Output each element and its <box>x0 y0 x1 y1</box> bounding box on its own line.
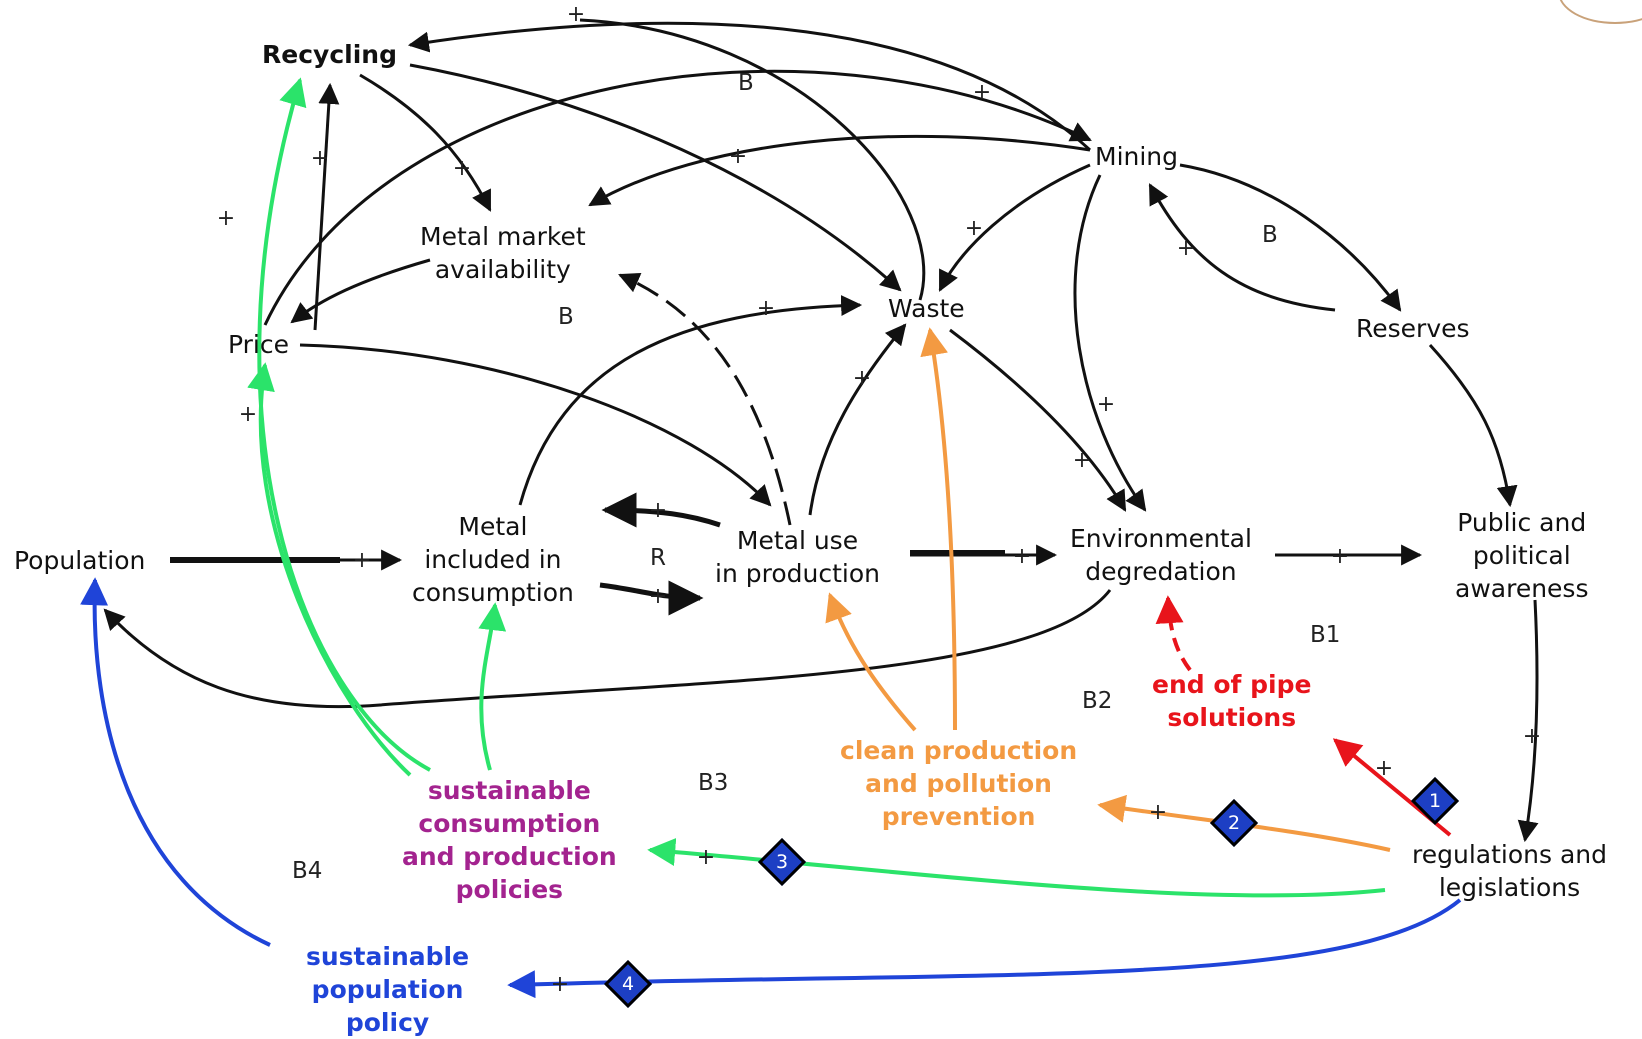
link-sustainable-recycling <box>257 77 431 772</box>
sign: + <box>756 296 776 321</box>
link-mining-waste <box>938 163 1091 292</box>
link-mining-market <box>588 134 1091 207</box>
node-price: Price <box>228 330 289 359</box>
node-recycling: Recycling <box>262 40 397 69</box>
link-mining-env <box>1073 174 1147 512</box>
sign: + <box>566 2 586 27</box>
link-recycling-market <box>359 73 492 212</box>
loop-b-mining: B <box>1262 222 1278 248</box>
link-awareness-regulations <box>1517 599 1539 843</box>
link-env-population <box>103 589 1112 709</box>
link-clean-production <box>825 592 917 732</box>
link-market-price <box>290 258 431 324</box>
node-population: Population <box>14 546 146 575</box>
link-reserves-awareness <box>1428 343 1518 508</box>
sign: + <box>1148 800 1168 825</box>
policy-sustainable-population: sustainable population policy <box>306 942 470 1037</box>
sign: + <box>972 80 992 105</box>
link-waste-env <box>949 328 1127 512</box>
link-production-consumption <box>601 492 721 528</box>
sign: + <box>550 972 570 997</box>
loop-b3: B3 <box>698 770 729 796</box>
sign: + <box>310 146 330 171</box>
sign: + <box>1374 756 1394 781</box>
link-consumption-production <box>599 580 704 616</box>
sign: + <box>648 584 668 609</box>
sign: + <box>1522 724 1542 749</box>
link-price-recycling <box>313 82 340 331</box>
policy-end-of-pipe: end of pipe solutions <box>1152 670 1312 732</box>
sign: + <box>648 498 668 523</box>
link-regulations-sustainable <box>647 838 1386 898</box>
link-production-market <box>618 272 792 526</box>
loop-b-top: B <box>738 70 754 96</box>
link-consumption-waste <box>518 295 863 506</box>
node-public-political-awareness: Public and political awareness <box>1455 508 1589 603</box>
sign: + <box>852 366 872 391</box>
link-sustainable-consumption <box>478 602 507 771</box>
sign: + <box>964 216 984 241</box>
link-endpipe-env <box>1155 595 1192 672</box>
sign: + <box>1330 544 1350 569</box>
sign: + <box>1072 448 1092 473</box>
node-waste: Waste <box>888 294 965 323</box>
loop-b1: B1 <box>1310 622 1341 648</box>
node-environmental-degradation: Environmental degredation <box>1070 524 1252 586</box>
sign: + <box>238 402 258 427</box>
link-production-waste <box>808 323 907 516</box>
sign: + <box>1012 544 1032 569</box>
sign: + <box>452 156 472 181</box>
link-recycling-production <box>579 18 926 301</box>
node-metal-included-in-consumption: Metal included in consumption <box>412 512 574 607</box>
loop-b-market: B <box>558 304 574 330</box>
loop-r: R <box>650 545 666 571</box>
sign: + <box>1096 392 1116 417</box>
policy-sustainable-consumption: sustainable consumption and production p… <box>402 776 617 904</box>
node-regulations-legislations: regulations and legislations <box>1412 840 1607 902</box>
link-recycling-waste <box>409 63 902 292</box>
sign: + <box>352 548 372 573</box>
node-reserves: Reserves <box>1356 314 1470 343</box>
loop-b2: B2 <box>1082 688 1113 714</box>
loop-b4: B4 <box>292 858 323 884</box>
node-metal-use-in-production: Metal use in production <box>715 526 880 588</box>
policy-clean-production: clean production and pollution preventio… <box>840 736 1078 831</box>
node-metal-market-availability: Metal market availability <box>420 222 586 284</box>
link-populationpolicy-population <box>80 577 271 947</box>
link-mining-reserves <box>1179 163 1402 312</box>
link-mining-recycling <box>407 21 1092 152</box>
sign: + <box>728 144 748 169</box>
sign: + <box>216 206 236 231</box>
sign: + <box>1176 236 1196 261</box>
link-price-mining <box>263 69 1092 326</box>
sign: + <box>696 845 716 870</box>
link-price-production <box>299 343 772 507</box>
link-reserves-mining <box>1148 183 1336 312</box>
node-mining: Mining <box>1095 142 1179 171</box>
link-sustainable-price <box>247 362 412 777</box>
link-regulations-population-policy <box>507 898 1462 999</box>
link-clean-waste <box>920 327 957 731</box>
